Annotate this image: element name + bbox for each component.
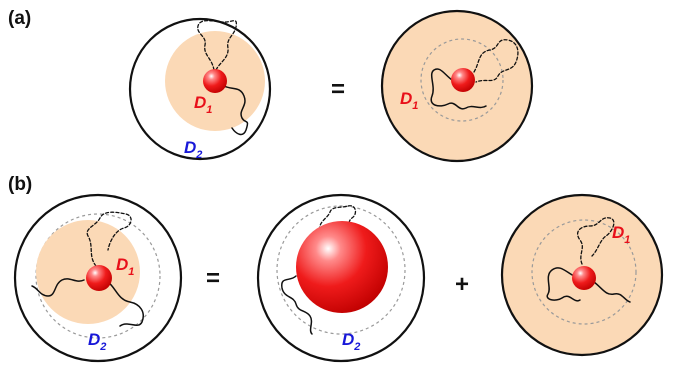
plus-sign: + (455, 271, 469, 298)
equals-sign: = (331, 76, 345, 103)
polymer-chain-solid (107, 281, 144, 327)
panel-label-a: (a) (8, 8, 31, 29)
panel-a-left-diagram: D1 D2 (128, 17, 272, 161)
polymer-chain-solid (593, 281, 631, 303)
dashed-ring (531, 219, 637, 325)
dashed-ring (420, 38, 504, 122)
polymer-chain-dashed (86, 211, 132, 267)
equals-sign: = (206, 265, 220, 292)
d2-label: D2 (342, 330, 360, 353)
red-sphere (572, 266, 596, 290)
d1-label: D1 (194, 93, 212, 116)
d1-label: D1 (400, 89, 418, 112)
polymer-chain-solid (31, 278, 85, 297)
large-red-sphere (296, 221, 388, 313)
d2-label: D2 (88, 330, 106, 353)
panel-b-right-diagram: D1 (500, 193, 664, 357)
polymer-chain-solid (546, 267, 581, 302)
d2-label: D2 (184, 138, 202, 161)
red-sphere (86, 265, 112, 291)
panel-b-middle-diagram: D2 (256, 193, 426, 363)
polymer-chain-dashed (197, 19, 238, 71)
red-sphere (203, 69, 227, 93)
d1-label: D1 (116, 255, 134, 278)
outer-shell-circle (13, 193, 183, 363)
polymer-chain-solid (430, 68, 487, 110)
polymer-chain-dashed (473, 39, 519, 83)
outer-shell-circle (256, 193, 426, 363)
polymer-chain-solid (281, 275, 313, 335)
dashed-ring (35, 213, 161, 339)
outer-shell-circle (128, 17, 272, 161)
panel-a-right-diagram: D1 (380, 9, 534, 163)
panel-label-b: (b) (8, 174, 32, 195)
d1-label: D1 (612, 223, 630, 246)
panel-b-left-diagram: D1 D2 (13, 193, 183, 363)
polymer-chain-solid (223, 85, 249, 136)
polymer-chain-dashed (576, 217, 615, 265)
red-sphere (451, 68, 475, 92)
dashed-ring (276, 205, 406, 335)
